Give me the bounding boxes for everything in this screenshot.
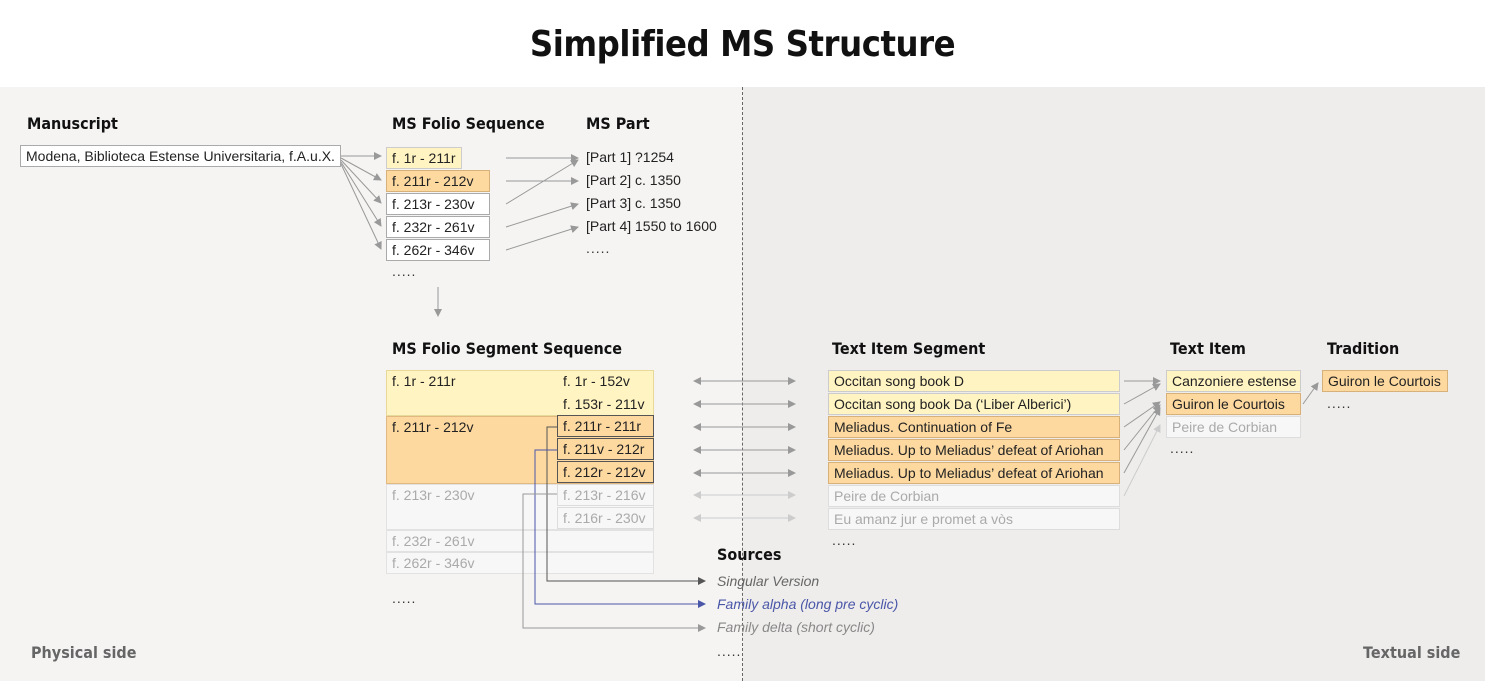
text-item: Guiron le Courtois	[1166, 393, 1301, 415]
text-item: Peire de Corbian	[1166, 416, 1301, 438]
segment-item: f. 211v - 212r	[557, 438, 654, 460]
text-item-segment: Peire de Corbian	[828, 485, 1120, 507]
segment-ellipsis: .....	[392, 590, 417, 606]
sources-ellipsis: .....	[717, 643, 742, 659]
physical-side-label: Physical side	[31, 643, 137, 662]
segment-group-label: f. 1r - 211r	[392, 373, 456, 389]
tradition-ellipsis: .....	[1327, 395, 1352, 411]
manuscript-header: Manuscript	[27, 114, 118, 133]
segment-group-label: f. 262r - 346v	[392, 555, 475, 571]
text-item-segment: Meliadus. Up to Meliadus’ defeat of Ario…	[828, 439, 1120, 461]
text-item-segment-header: Text Item Segment	[832, 339, 986, 358]
tradition-item: Guiron le Courtois	[1322, 370, 1448, 392]
source-family-delta: Family delta (short cyclic)	[717, 619, 875, 635]
folio-sequence-item: f. 232r - 261v	[386, 216, 490, 238]
folio-sequence-item: f. 213r - 230v	[386, 193, 490, 215]
text-item-segment: Occitan song book Da (‘Liber Alberici’)	[828, 393, 1120, 415]
folio-sequence-item: f. 211r - 212v	[386, 170, 490, 192]
ms-part-item: [Part 1] ?1254	[586, 149, 674, 165]
segment-group-faded	[386, 552, 654, 574]
text-item-segment: Meliadus. Up to Meliadus’ defeat of Ario…	[828, 462, 1120, 484]
text-item-segment-ellipsis: .....	[832, 532, 857, 548]
segment-item: f. 213r - 216v	[557, 484, 654, 506]
folio-sequence-item: f. 1r - 211r	[386, 147, 462, 169]
text-item: Canzoniere estense	[1166, 370, 1301, 392]
page-title: Simplified MS Structure	[529, 24, 956, 65]
source-singular: Singular Version	[717, 573, 820, 589]
text-item-segment: Meliadus. Continuation of Fe	[828, 416, 1120, 438]
segment-item: f. 1r - 152v	[563, 373, 630, 389]
text-item-segment: Eu amanz jur e promet a vòs	[828, 508, 1120, 530]
segment-group-faded	[386, 530, 654, 552]
segment-item: f. 211r - 211r	[557, 415, 654, 437]
segment-item: f. 212r - 212v	[557, 461, 654, 483]
ms-part-item: [Part 2] c. 1350	[586, 172, 681, 188]
segment-group-yellow	[386, 370, 654, 416]
segment-group-label: f. 211r - 212v	[392, 419, 474, 435]
folio-sequence-header: MS Folio Sequence	[392, 114, 545, 133]
segment-group-label: f. 213r - 230v	[392, 487, 475, 503]
ms-part-header: MS Part	[586, 114, 650, 133]
text-item-ellipsis: .....	[1170, 440, 1195, 456]
source-family-alpha: Family alpha (long pre cyclic)	[717, 596, 899, 612]
sources-header: Sources	[717, 545, 782, 564]
ms-part-item: [Part 3] c. 1350	[586, 195, 681, 211]
folio-sequence-item: f. 262r - 346v	[386, 239, 490, 261]
text-item-segment: Occitan song book D	[828, 370, 1120, 392]
tradition-header: Tradition	[1327, 339, 1400, 358]
folio-sequence-ellipsis: .....	[392, 263, 417, 279]
segment-item: f. 216r - 230v	[557, 507, 654, 529]
segment-item: f. 153r - 211v	[563, 396, 645, 412]
textual-side-label: Textual side	[1363, 643, 1461, 662]
segment-group-label: f. 232r - 261v	[392, 533, 475, 549]
text-item-header: Text Item	[1170, 339, 1246, 358]
ms-part-item: [Part 4] 1550 to 1600	[586, 218, 717, 234]
manuscript-box: Modena, Biblioteca Estense Universitaria…	[20, 145, 341, 167]
ms-part-ellipsis: .....	[586, 240, 611, 256]
segment-sequence-header: MS Folio Segment Sequence	[392, 339, 623, 358]
